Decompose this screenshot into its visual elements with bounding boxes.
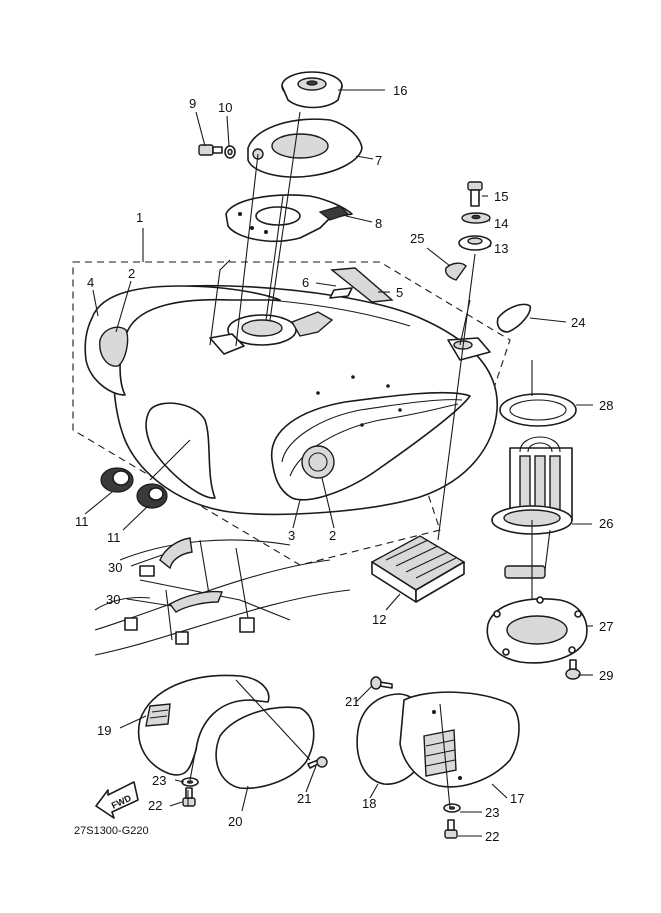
callout-24: 24 xyxy=(571,315,585,330)
decal-6 xyxy=(329,287,353,299)
callout-29: 29 xyxy=(599,668,613,683)
callout-15: 15 xyxy=(494,189,508,204)
callout-27: 27 xyxy=(599,619,613,634)
callout-13: 13 xyxy=(494,241,508,256)
tank-knee-recess xyxy=(145,402,216,499)
callout-18: 18 xyxy=(362,796,376,811)
side-emblem-left xyxy=(99,326,129,367)
callout-23-left: 23 xyxy=(152,773,166,788)
side-cover-left xyxy=(84,285,281,396)
bolt-9 xyxy=(198,144,214,156)
pump-ring-28 xyxy=(499,393,577,427)
callout-11-right: 11 xyxy=(107,530,121,545)
callout-1: 1 xyxy=(136,210,143,225)
cover-shell-20 xyxy=(215,706,315,790)
callout-8: 8 xyxy=(375,216,382,231)
screw-21a xyxy=(379,681,393,689)
gasket-25 xyxy=(444,262,467,281)
frame-damper-30b xyxy=(168,590,223,613)
callout-21-right: 21 xyxy=(345,694,359,709)
callout-20: 20 xyxy=(228,814,242,829)
side-cover-19 xyxy=(137,674,270,776)
tank-side-stripe xyxy=(281,399,463,463)
callout-9: 9 xyxy=(189,96,196,111)
callout-17: 17 xyxy=(510,791,524,806)
tank-front-tab xyxy=(209,333,245,355)
callout-22-right: 22 xyxy=(485,829,499,844)
callout-30-bottom: 30 xyxy=(106,592,120,607)
diagram-code: 27S1300-G220 xyxy=(74,825,149,837)
leader-lines xyxy=(84,89,593,837)
screw-22b xyxy=(444,829,458,839)
callout-6: 6 xyxy=(302,275,309,290)
callout-30-top: 30 xyxy=(108,560,122,575)
callout-11-left: 11 xyxy=(75,514,89,529)
callout-22-left: 22 xyxy=(148,798,162,813)
tank-filler-neck xyxy=(241,319,283,337)
callout-3: 3 xyxy=(288,528,295,543)
callout-23-right: 23 xyxy=(485,805,499,820)
callout-2-bottom: 2 xyxy=(329,528,336,543)
frame-30 xyxy=(94,539,351,656)
screw-22a xyxy=(182,797,196,807)
side-cover-17 xyxy=(399,691,520,788)
bolt-15 xyxy=(467,181,483,191)
callout-5: 5 xyxy=(396,285,403,300)
tank-filler-bracket xyxy=(290,311,334,337)
callout-2-top: 2 xyxy=(128,266,135,281)
callout-26: 26 xyxy=(599,516,613,531)
callout-12: 12 xyxy=(372,612,386,627)
fwd-arrow-icon: FWD xyxy=(95,781,139,819)
decal-strip-5 xyxy=(330,267,394,303)
callout-21-left: 21 xyxy=(297,791,311,806)
callout-7: 7 xyxy=(375,153,382,168)
tank-emblem xyxy=(301,445,335,479)
callout-25: 25 xyxy=(410,231,424,246)
callout-4: 4 xyxy=(87,275,94,290)
callout-28: 28 xyxy=(599,398,613,413)
assembly-lines xyxy=(149,111,533,809)
callout-labels: 16 9 10 7 15 8 1 14 25 13 2 4 6 5 24 28 … xyxy=(74,83,613,844)
callout-14: 14 xyxy=(494,216,508,231)
callout-10: 10 xyxy=(218,100,232,115)
frame-damper-30a xyxy=(159,537,193,570)
gasket-24 xyxy=(496,303,532,333)
callout-16: 16 xyxy=(393,83,407,98)
callout-19: 19 xyxy=(97,723,111,738)
